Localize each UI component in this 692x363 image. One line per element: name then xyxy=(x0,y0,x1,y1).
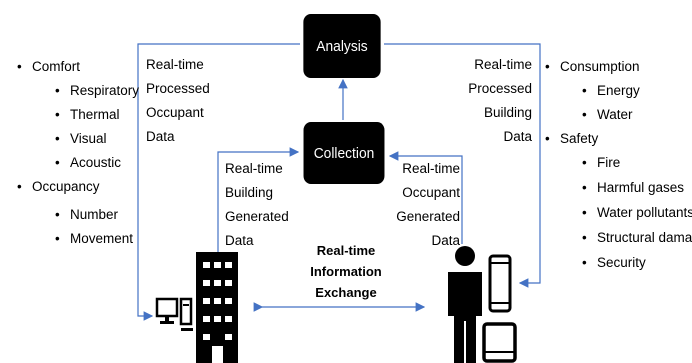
list-item: Consumption xyxy=(545,59,639,74)
list-item: Movement xyxy=(55,231,133,246)
computer-icon xyxy=(155,297,193,331)
connector-analysis-to-occupant xyxy=(384,43,541,288)
processed-occupant-data-label: Real-time Processed Occupant Data xyxy=(146,57,210,144)
building-generated-data-label: Real-time Building Generated Data xyxy=(225,161,289,248)
tablet-icon xyxy=(482,322,517,363)
list-item: Energy xyxy=(582,83,640,98)
list-item: Water pollutants xyxy=(582,205,692,220)
list-item: Security xyxy=(582,255,646,270)
connector-occupant-to-collection xyxy=(388,151,463,244)
list-item: Water xyxy=(582,107,632,122)
collection-box: Collection xyxy=(303,122,385,184)
list-item: Acoustic xyxy=(55,155,121,170)
list-item: Safety xyxy=(545,131,598,146)
collection-label: Collection xyxy=(313,144,375,162)
person-icon xyxy=(448,246,482,363)
analysis-box: Analysis xyxy=(303,14,381,78)
list-item: Occupancy xyxy=(17,179,99,194)
list-item: Comfort xyxy=(17,59,80,74)
list-item: Thermal xyxy=(55,107,119,122)
list-item: Respiratory xyxy=(55,83,139,98)
information-exchange-label: Real-time Information Exchange xyxy=(310,243,382,300)
list-item: Fire xyxy=(582,155,620,170)
phone-icon xyxy=(488,254,512,313)
building-icon xyxy=(196,252,238,363)
connector-analysis-to-building xyxy=(137,43,300,321)
list-item: Structural damage xyxy=(582,230,692,245)
processed-building-data-label: Real-time Processed Building Data xyxy=(468,57,532,144)
list-item: Harmful gases xyxy=(582,180,684,195)
analysis-label: Analysis xyxy=(316,37,368,55)
occupant-generated-data-label: Real-time Occupant Generated Data xyxy=(396,161,460,248)
list-item: Visual xyxy=(55,131,106,146)
list-item: Number xyxy=(55,207,118,222)
connector-building-to-collection xyxy=(217,147,300,252)
